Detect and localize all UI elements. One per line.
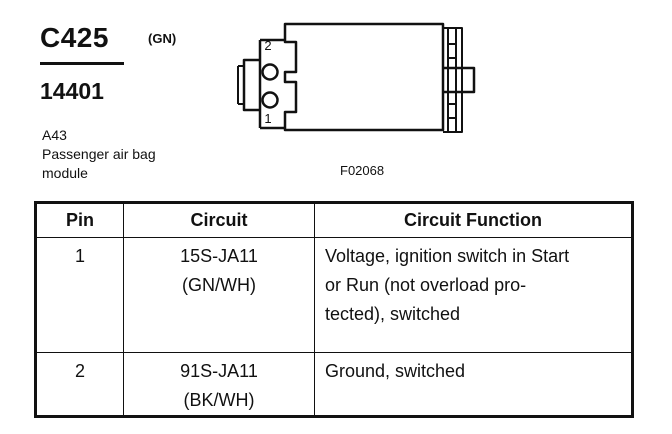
connector-body xyxy=(283,22,445,132)
pin-label: 1 xyxy=(264,111,271,126)
connector-ribs xyxy=(443,27,463,133)
circuit-number: 91S-JA11 xyxy=(180,361,258,381)
circuit-number: 15S-JA11 xyxy=(180,246,258,266)
pin-label: 2 xyxy=(264,38,271,53)
table-header-row: Pin Circuit Circuit Function xyxy=(35,202,633,238)
function-line: or Run (not overload pro- xyxy=(325,275,527,295)
connector-latch xyxy=(242,38,285,130)
latch-detail xyxy=(237,65,244,105)
connector-tab xyxy=(443,66,476,94)
connector-id-underline xyxy=(40,62,124,65)
wire-color: (BK/WH) xyxy=(183,390,255,410)
location-code: A43 xyxy=(42,127,67,143)
wire-color: (GN/WH) xyxy=(182,275,256,295)
connector-color: (GN) xyxy=(148,31,177,46)
component-description-line: Passenger air bag xyxy=(42,146,156,162)
header-circuit: Circuit xyxy=(123,202,315,238)
pin-cavity xyxy=(261,91,279,109)
function-line: tected), switched xyxy=(325,304,461,324)
figure-code: F02068 xyxy=(340,163,385,178)
connector-face-drawing: 2 1 xyxy=(237,22,476,133)
component-description-line: module xyxy=(42,165,88,181)
pin-cell: 2 xyxy=(35,352,124,417)
function-cell: Voltage, ignition switch in Start or Run… xyxy=(314,237,633,353)
function-line: Voltage, ignition switch in Start xyxy=(325,246,570,266)
function-cell: Ground, switched xyxy=(314,352,633,417)
pin-cell: 1 xyxy=(35,237,124,353)
circuit-cell: 91S-JA11 (BK/WH) xyxy=(123,352,315,417)
table-row: 1 15S-JA11 (GN/WH) Voltage, ignition swi… xyxy=(35,237,633,353)
pin-table: Pin Circuit Circuit Function 1 15S-JA11 … xyxy=(34,201,634,418)
table-row: 2 91S-JA11 (BK/WH) Ground, switched xyxy=(35,352,633,417)
connector-id: C425 xyxy=(40,22,109,53)
pin-cavity xyxy=(261,63,279,81)
header-pin: Pin xyxy=(35,202,124,238)
function-line: Ground, switched xyxy=(325,361,466,381)
part-number: 14401 xyxy=(40,78,104,104)
circuit-cell: 15S-JA11 (GN/WH) xyxy=(123,237,315,353)
header-circuit-function: Circuit Function xyxy=(314,202,633,238)
